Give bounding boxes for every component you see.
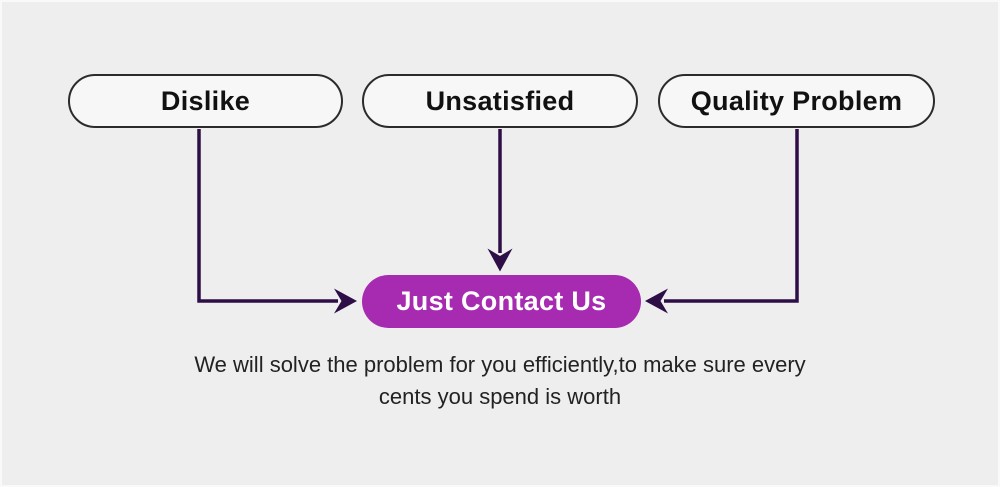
pill-unsatisfied-label: Unsatisfied (425, 85, 575, 116)
caption-text: We will solve the problem for you effici… (0, 349, 1000, 413)
caption-line-2: cents you spend is worth (378, 384, 622, 409)
just-contact-us-button[interactable]: Just Contact Us (362, 275, 641, 328)
pill-quality-problem-label: Quality Problem (690, 85, 903, 116)
arrow-quality-problem-to-cta (645, 129, 799, 314)
arrow-dislike-to-cta (197, 129, 357, 314)
just-contact-us-label: Just Contact Us (396, 286, 607, 316)
pill-dislike: Dislike (68, 74, 343, 128)
caption-line-1: We will solve the problem for you effici… (194, 352, 806, 377)
pill-quality-problem: Quality Problem (658, 74, 935, 128)
arrow-unsatisfied-to-cta (487, 129, 513, 272)
pill-unsatisfied: Unsatisfied (362, 74, 638, 128)
pill-dislike-label: Dislike (160, 85, 251, 116)
